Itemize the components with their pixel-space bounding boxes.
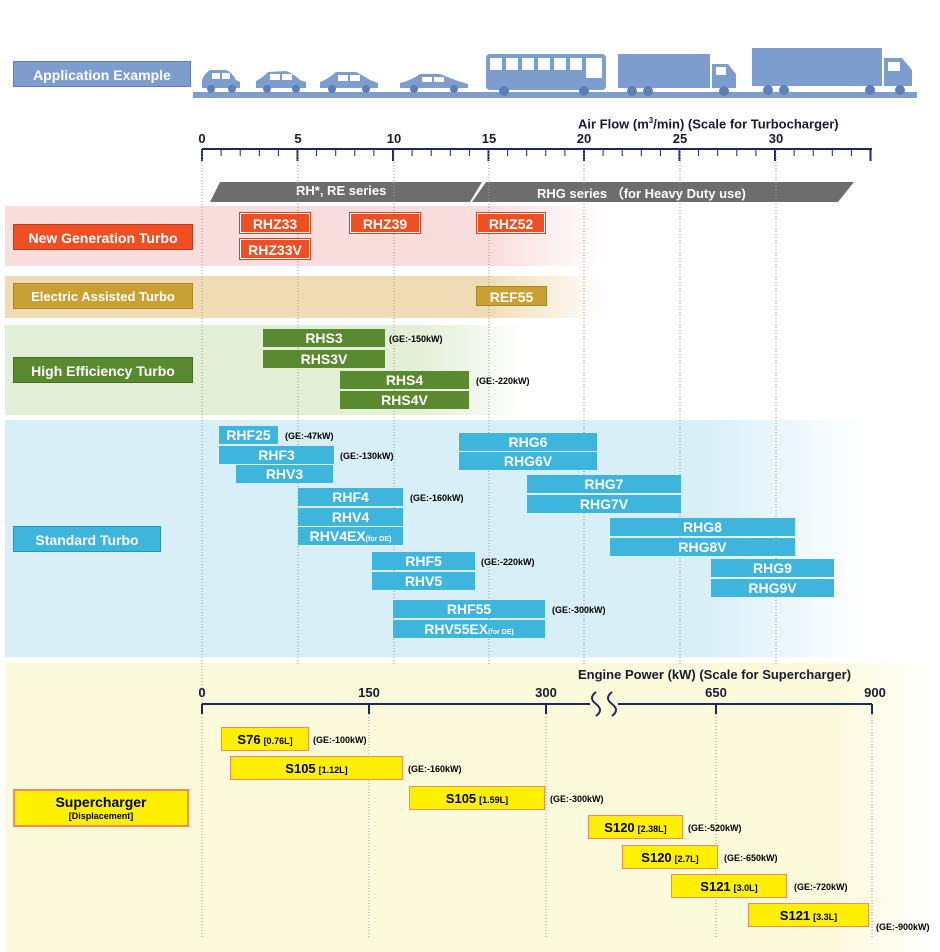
turbo-tick-5: 5 [294, 131, 302, 146]
application-example-label: Application Example [13, 61, 191, 87]
electric-assisted-turbo-label: Electric Assisted Turbo [13, 283, 193, 309]
turbo-tick-15: 15 [481, 131, 497, 146]
new-generation-turbo-label: New Generation Turbo [13, 224, 193, 250]
super-tick-650: 650 [705, 685, 727, 700]
turbo-tick-10: 10 [386, 131, 402, 146]
rhz33v-bar: RHZ33V [239, 238, 311, 260]
car-icon [202, 70, 240, 93]
car-icon [256, 71, 306, 93]
rhf55-bar: RHF55 [393, 600, 545, 618]
s120-large-bar: S120[2.7L] [622, 845, 718, 869]
ref55-bar: REF55 [476, 286, 547, 306]
rhv4-bar: RHV4 [298, 508, 403, 526]
rhf5-note: (GE:-220kW) [481, 557, 535, 567]
high-efficiency-turbo-label: High Efficiency Turbo [13, 357, 193, 383]
super-tick-900: 900 [864, 685, 886, 700]
s120-large-note: (GE:-650kW) [724, 853, 778, 863]
car-icon [320, 72, 378, 93]
truck-icon [618, 54, 736, 96]
rhg9v-bar: RHG9V [711, 579, 834, 597]
rhs3v-bar: RHS3V [263, 350, 385, 368]
s121-large-bar: S121[3.3L] [748, 903, 869, 927]
s121-small-note: (GE:-720kW) [794, 882, 848, 892]
axis-break-icon [591, 691, 601, 717]
supercharger-subtitle: [Displacement] [68, 811, 134, 821]
rhz52-bar: RHZ52 [476, 212, 546, 234]
series-banner [210, 182, 854, 202]
s105-large-note: (GE:-300kW) [550, 794, 604, 804]
s120-small-note: (GE:-520kW) [688, 823, 742, 833]
rhf3-note: (GE:-130kW) [340, 451, 394, 461]
s76-note: (GE:-100kW) [313, 735, 367, 745]
rhg-series-band [472, 182, 854, 202]
super-tick-150: 150 [358, 685, 380, 700]
axis-break-icon [607, 691, 617, 717]
turbo-axis-title: Air Flow (m3/min) (Scale for Turbocharge… [578, 116, 839, 132]
rhv3-bar: RHV3 [236, 465, 333, 483]
truck-icon [752, 48, 912, 95]
s76-bar: S76[0.76L] [221, 727, 309, 751]
rhs4-bar: RHS4 [340, 371, 469, 389]
car-icon [400, 74, 468, 93]
super-tick-0: 0 [198, 685, 206, 700]
turbo-tick-30: 30 [768, 131, 784, 146]
super-tick-300: 300 [535, 685, 557, 700]
rhv5-bar: RHV5 [372, 572, 475, 590]
rhv4ex-bar: RHV4EX(for DE) [298, 527, 403, 545]
rhf5-bar: RHF5 [372, 552, 475, 570]
rhg8v-bar: RHG8V [610, 538, 795, 556]
rhf4-bar: RHF4 [298, 488, 403, 506]
rhz39-bar: RHZ39 [349, 212, 421, 234]
super-axis [201, 691, 873, 717]
rhf25-bar: RHF25 [219, 426, 278, 444]
rhf55-note: (GE:-300kW) [552, 605, 606, 615]
rhg6-bar: RHG6 [459, 433, 597, 451]
s105-large-bar: S105[1.59L] [409, 786, 545, 810]
rhf3-bar: RHF3 [219, 446, 334, 464]
s121-large-note: (GE:-900kW) [876, 922, 930, 932]
turbo-tick-20: 20 [576, 131, 592, 146]
rh-re-series-label: RH*, RE series [296, 183, 387, 198]
bus-icon [486, 54, 606, 96]
super-axis-title: Engine Power (kW) (Scale for Supercharge… [578, 667, 852, 682]
rh-re-series-band [210, 182, 482, 202]
rhg8-bar: RHG8 [610, 518, 795, 536]
turbo-tick-25: 25 [672, 131, 688, 146]
s105-small-note: (GE:-160kW) [408, 764, 462, 774]
rhs4v-bar: RHS4V [340, 391, 469, 409]
rhg-series-label: RHG series （for Heavy Duty use) [537, 186, 746, 201]
s120-small-bar: S120[2.38L] [588, 815, 683, 839]
rhz33-bar: RHZ33 [239, 212, 311, 234]
standard-turbo-label: Standard Turbo [13, 526, 161, 552]
rhg7-bar: RHG7 [527, 475, 681, 493]
rhf4-note: (GE:-160kW) [410, 493, 464, 503]
rhv55ex-bar: RHV55EX(for DE) [393, 620, 545, 638]
rhs3-bar: RHS3 [263, 329, 385, 347]
rhs4-note: (GE:-220kW) [476, 376, 530, 386]
supercharger-label: Supercharger [Displacement] [13, 789, 189, 827]
s105-small-bar: S105[1.12L] [230, 756, 403, 780]
rhf25-note: (GE:-47kW) [285, 431, 334, 441]
supercharger-title: Supercharger [55, 794, 147, 810]
rhg9-bar: RHG9 [711, 559, 834, 577]
rhg7v-bar: RHG7V [527, 495, 681, 513]
turbo-tick-0: 0 [198, 131, 206, 146]
vehicle-strip [193, 48, 917, 98]
rhs3-note: (GE:-150kW) [389, 334, 443, 344]
road-line [193, 92, 917, 98]
s121-small-bar: S121[3.0L] [671, 874, 787, 898]
rhg6v-bar: RHG6V [459, 452, 597, 470]
